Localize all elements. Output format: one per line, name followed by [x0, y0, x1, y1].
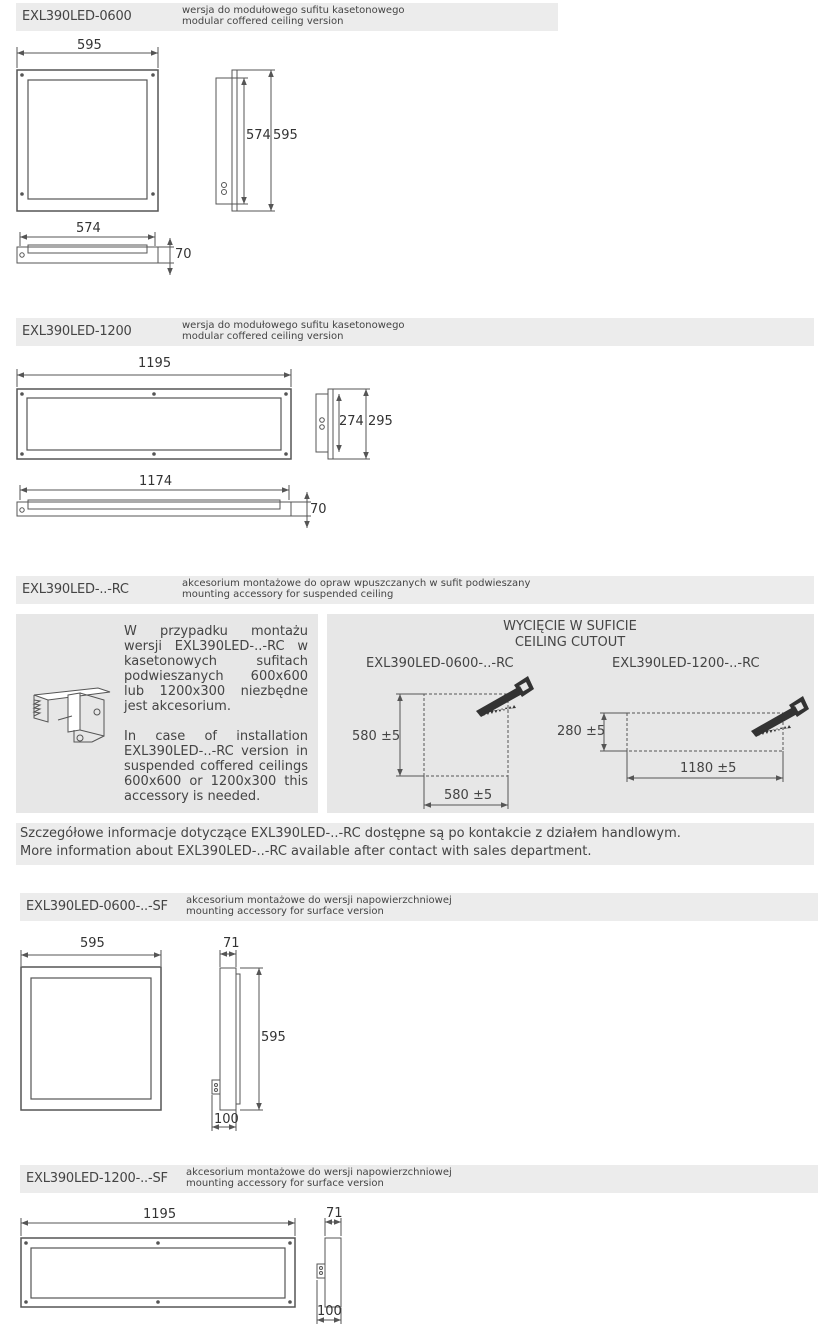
section-header-0600-sf: EXL390LED-0600-..-SF akcesorium montażow…	[20, 893, 818, 921]
cutout-label-1200: EXL390LED-1200-..-RC	[612, 656, 760, 671]
dim-front-width: 1195	[138, 356, 172, 371]
front-view-0600-sf	[20, 950, 162, 1111]
product-code: EXL390LED-..-RC	[22, 582, 129, 597]
product-code: EXL390LED-0600	[22, 9, 132, 24]
description-pl: akcesorium montażowe do opraw wpuszczany…	[182, 578, 531, 589]
cutout-0600-drawing	[396, 693, 509, 809]
front-view-1200-sf	[20, 1218, 296, 1308]
dim-bottom: 100	[317, 1304, 342, 1319]
dim-height: 70	[175, 247, 192, 262]
rc-text-en: In case of installation EXL390LED-..-RC …	[124, 729, 308, 804]
dim-front-width: 595	[77, 38, 102, 53]
description-pl: wersja do modułowego sufitu kasetonowego	[182, 320, 405, 331]
product-code: EXL390LED-0600-..-SF	[26, 899, 168, 914]
dim-side: 595	[261, 1030, 286, 1045]
description-en: mounting accessory for surface version	[186, 1178, 384, 1189]
product-code: EXL390LED-1200	[22, 324, 132, 339]
rc-text-pl: W przypadku montażu wersji EXL390LED-..-…	[124, 624, 308, 714]
dim-bottom: 100	[214, 1112, 239, 1127]
dim-side-inner: 574	[246, 128, 271, 143]
section-header-1200-sf: EXL390LED-1200-..-SF akcesorium montażow…	[20, 1165, 818, 1193]
dim-top: 71	[223, 936, 240, 951]
side-view-1200	[315, 388, 370, 460]
cutout-height-1200: 280 ±5	[557, 724, 606, 739]
dim-top: 71	[326, 1206, 343, 1221]
dim-bottom-width: 574	[76, 221, 101, 236]
cutout-height-0600: 580 ±5	[352, 729, 401, 744]
side-view-0600	[215, 69, 275, 212]
dim-side-outer: 295	[368, 414, 393, 429]
description-en: mounting accessory for suspended ceiling	[182, 589, 394, 600]
cutout-width-0600: 580 ±5	[444, 788, 493, 803]
mounting-bracket-illustration	[32, 687, 111, 743]
description-en: modular coffered ceiling version	[182, 331, 344, 342]
description-pl: akcesorium montażowe do wersji napowierz…	[186, 895, 452, 906]
side-view-0600-sf	[211, 950, 263, 1131]
description-en: modular coffered ceiling version	[182, 16, 344, 27]
bottom-view-0600	[16, 232, 174, 275]
cutout-title-en: CEILING CUTOUT	[514, 635, 626, 650]
cutout-width-1200: 1180 ±5	[680, 761, 737, 776]
saw-icon	[751, 696, 809, 737]
dim-height: 70	[310, 502, 327, 517]
dim-side-inner: 274	[339, 414, 364, 429]
rc-accessory-panel	[16, 614, 318, 813]
info-note: Szczegółowe informacje dotyczące EXL390L…	[16, 823, 814, 865]
section-header-rc: EXL390LED-..-RC akcesorium montażowe do …	[16, 576, 814, 604]
section-header-1200: EXL390LED-1200 wersja do modułowego sufi…	[16, 318, 814, 346]
cutout-1200-drawing	[600, 712, 784, 782]
note-pl: Szczegółowe informacje dotyczące EXL390L…	[20, 826, 681, 841]
saw-icon	[476, 676, 534, 717]
dim-front-width: 595	[80, 936, 105, 951]
section-header-0600: EXL390LED-0600 wersja do modułowego sufi…	[16, 3, 558, 31]
front-view-0600	[16, 47, 159, 212]
dim-bottom-width: 1174	[139, 474, 173, 489]
description-en: mounting accessory for surface version	[186, 906, 384, 917]
note-en: More information about EXL390LED-..-RC a…	[20, 844, 592, 859]
cutout-title-pl: WYCIĘCIE W SUFICIE	[503, 619, 637, 634]
rc-description: W przypadku montażu wersji EXL390LED-..-…	[124, 624, 308, 804]
side-view-1200-sf	[316, 1218, 342, 1324]
dim-front-width: 1195	[143, 1207, 177, 1222]
dim-side-outer: 595	[273, 128, 298, 143]
front-view-1200	[16, 369, 292, 460]
cutout-label-0600: EXL390LED-0600-..-RC	[366, 656, 514, 671]
product-code: EXL390LED-1200-..-SF	[26, 1171, 168, 1186]
description-pl: akcesorium montażowe do wersji napowierz…	[186, 1167, 452, 1178]
bottom-view-1200	[16, 485, 311, 528]
description-pl: wersja do modułowego sufitu kasetonowego	[182, 5, 405, 16]
